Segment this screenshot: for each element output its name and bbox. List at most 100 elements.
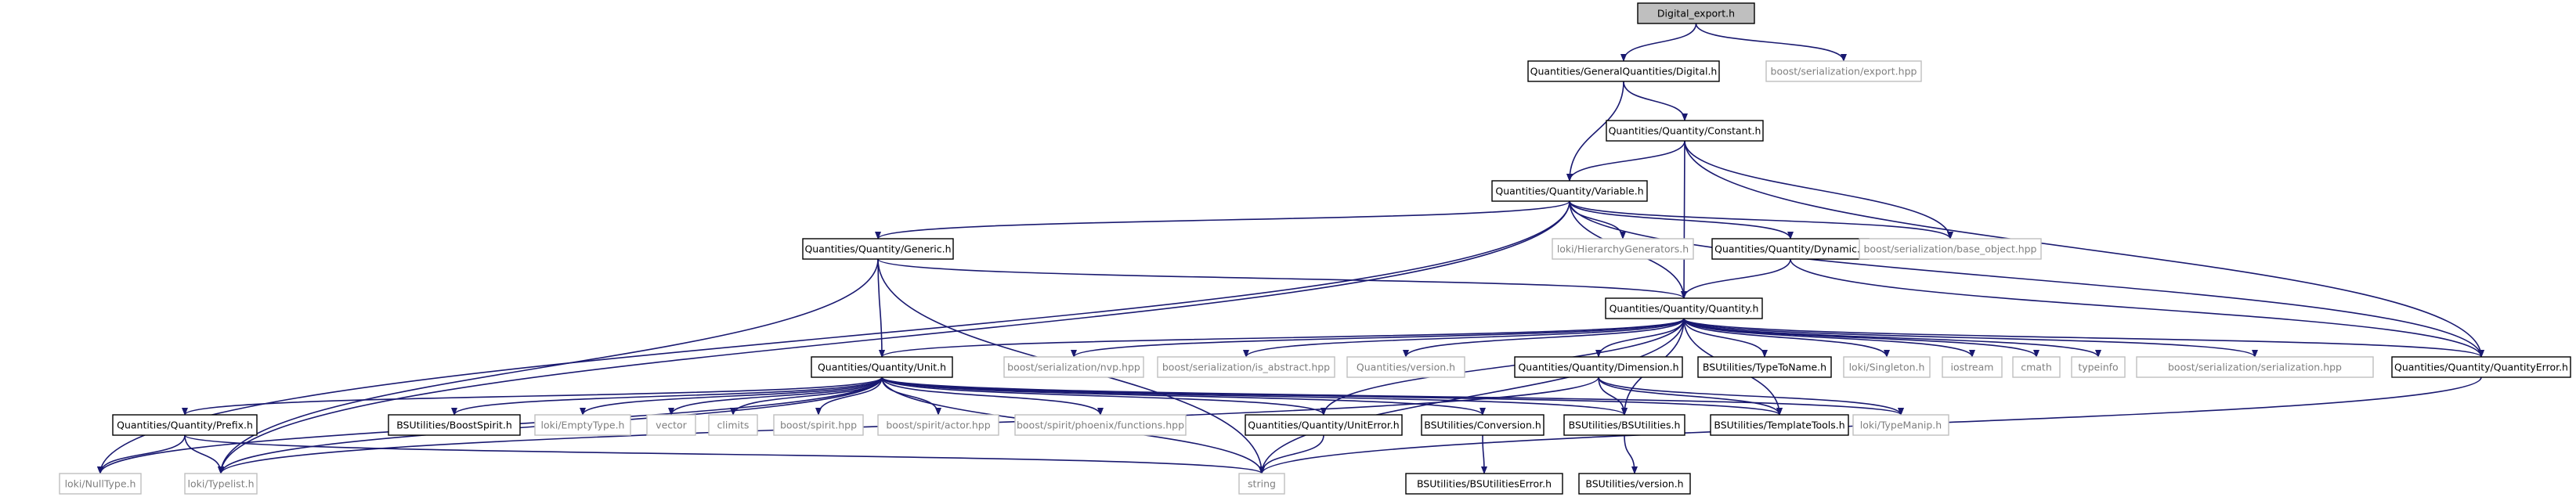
node-boostspirit[interactable]: BSUtilities/BoostSpirit.h (388, 414, 521, 436)
edge-constant-to-base-object (1684, 140, 1953, 239)
node-qerror[interactable]: Quantities/Quantity/QuantityError.h (2391, 356, 2571, 378)
edge-dynamic-to-quantity (1681, 258, 1791, 299)
node-dynamic[interactable]: Quantities/Quantity/Dynamic.h (1711, 238, 1870, 260)
node-label: loki/Typelist.h (187, 478, 254, 490)
node-digital[interactable]: Quantities/GeneralQuantities/Digital.h (1527, 60, 1720, 82)
node-box (1605, 297, 1763, 319)
node-box (2012, 356, 2061, 378)
node-label: Quantities/Quantity/Generic.h (804, 243, 951, 255)
edge-conversion-to-bserror (1480, 434, 1487, 474)
edge-variable-to-qerror (1569, 200, 2484, 358)
node-label: loki/TypeManip.h (1860, 420, 1942, 431)
node-box (1003, 356, 1144, 378)
node-base-object: boost/serialization/base_object.hpp (1859, 238, 2042, 260)
node-label: Quantities/GeneralQuantities/Digital.h (1530, 66, 1718, 77)
node-box (1843, 356, 1931, 378)
node-box (1552, 238, 1694, 260)
node-generic[interactable]: Quantities/Quantity/Generic.h (802, 238, 954, 260)
node-label: Quantities/Quantity/UnitError.h (1248, 420, 1399, 431)
node-typeinfo: typeinfo (2071, 356, 2126, 378)
edge-unit-to-vector (668, 376, 883, 416)
node-box (112, 414, 258, 436)
node-box (2391, 356, 2571, 378)
edge-variable-to-generic (875, 200, 1570, 239)
edge-unit-to-phoenix (881, 376, 1104, 416)
node-box (2071, 356, 2126, 378)
node-box (773, 414, 864, 436)
node-box (877, 414, 999, 436)
edge-unit-to-uniterror (881, 376, 1327, 416)
edge-dimension-to-bsutilities (1598, 376, 1628, 416)
node-constant[interactable]: Quantities/Quantity/Constant.h (1606, 120, 1764, 142)
node-ser-ser: boost/serialization/serialization.hpp (2136, 356, 2374, 378)
edge-constant-to-quantity (1681, 140, 1688, 299)
node-box (388, 414, 521, 436)
node-spirit: boost/spirit.hpp (773, 414, 864, 436)
edge-dimension-to-typemanip (1598, 376, 1904, 416)
node-label: string (1248, 478, 1276, 490)
edge-digital-export-to-boost-export (1695, 23, 1847, 62)
node-mvp: boost/serialization/nvp.hpp (1003, 356, 1144, 378)
node-digital-export[interactable]: Digital_export.h (1637, 2, 1755, 24)
edge-unit-to-emptytype (580, 376, 883, 416)
edge-quantity-to-string (1259, 318, 1685, 474)
node-vector: vector (646, 414, 696, 436)
node-bsutilities[interactable]: BSUtilities/BSUtilities.h (1563, 414, 1685, 436)
node-label: boost/serialization/nvp.hpp (1007, 362, 1140, 373)
node-qversion: Quantities/version.h (1346, 356, 1465, 378)
node-label: BSUtilities/BSUtilitiesError.h (1417, 478, 1552, 490)
node-spirit-actor: boost/spirit/actor.hpp (877, 414, 999, 436)
edge-quantity-to-qversion (1403, 318, 1685, 358)
edge-quantity-to-mvp (1071, 318, 1685, 358)
node-string: string (1238, 473, 1285, 495)
node-variable[interactable]: Quantities/Quantity/Variable.h (1491, 180, 1648, 202)
edge-prefix-to-nulltype (97, 434, 186, 474)
node-dimension[interactable]: Quantities/Quantity/Dimension.h (1514, 356, 1683, 378)
node-label: boost/serialization/serialization.hpp (2168, 362, 2342, 373)
node-climits: climits (708, 414, 758, 436)
node-label: Quantities/version.h (1357, 362, 1455, 373)
edge-generic-to-quantity (877, 258, 1687, 299)
edge-quantity-to-is-abstract (1243, 318, 1685, 358)
node-box (1245, 414, 1403, 436)
edge-unit-to-conversion (881, 376, 1486, 416)
node-box (811, 356, 953, 378)
node-label: BSUtilities/BSUtilities.h (1569, 420, 1681, 431)
node-box (1765, 60, 1922, 82)
node-bsversion[interactable]: BSUtilities/version.h (1578, 473, 1691, 495)
node-typetoname[interactable]: BSUtilities/TypeToName.h (1697, 356, 1832, 378)
node-phoenix: boost/spirit/phoenix/functions.hpp (1014, 414, 1187, 436)
node-label: Quantities/Quantity/Variable.h (1495, 185, 1643, 197)
node-uniterror[interactable]: Quantities/Quantity/UnitError.h (1245, 414, 1403, 436)
edges-layer (97, 23, 2484, 474)
edge-variable-to-dynamic (1569, 200, 1794, 239)
edge-dimension-to-templatetools (1598, 376, 1783, 416)
nodes-layer: Digital_export.hQuantities/GeneralQuanti… (59, 2, 2571, 495)
edge-prefix-to-typelist (184, 434, 224, 474)
node-box (708, 414, 758, 436)
node-label: BSUtilities/version.h (1585, 478, 1683, 490)
node-quantity[interactable]: Quantities/Quantity/Quantity.h (1605, 297, 1763, 319)
node-label: boost/spirit/phoenix/functions.hpp (1017, 420, 1184, 431)
node-conversion[interactable]: BSUtilities/Conversion.h (1421, 414, 1545, 436)
node-box (1405, 473, 1563, 495)
edge-digital-export-to-digital (1620, 23, 1697, 62)
node-unit[interactable]: Quantities/Quantity/Unit.h (811, 356, 953, 378)
edge-unit-to-typemanip (881, 376, 1904, 416)
edge-quantity-to-qerror (1683, 318, 2484, 358)
node-label: boost/serialization/export.hpp (1771, 66, 1917, 77)
node-label: loki/EmptyType.h (541, 420, 625, 431)
edge-quantity-to-iostream (1683, 318, 1975, 358)
node-prefix[interactable]: Quantities/Quantity/Prefix.h (112, 414, 258, 436)
edge-dynamic-to-qerror (1790, 258, 2484, 358)
node-label: BSUtilities/TemplateTools.h (1714, 420, 1844, 431)
node-label: Quantities/Quantity/Dimension.h (1518, 362, 1678, 373)
node-box (1710, 414, 1849, 436)
node-is-abstract: boost/serialization/is_abstract.hpp (1157, 356, 1335, 378)
node-templatetools[interactable]: BSUtilities/TemplateTools.h (1710, 414, 1849, 436)
node-label: BSUtilities/TypeToName.h (1703, 362, 1826, 373)
edge-variable-to-typelist (218, 200, 1570, 474)
node-bserror[interactable]: BSUtilities/BSUtilitiesError.h (1405, 473, 1563, 495)
edge-prefix-to-string (184, 434, 1265, 474)
